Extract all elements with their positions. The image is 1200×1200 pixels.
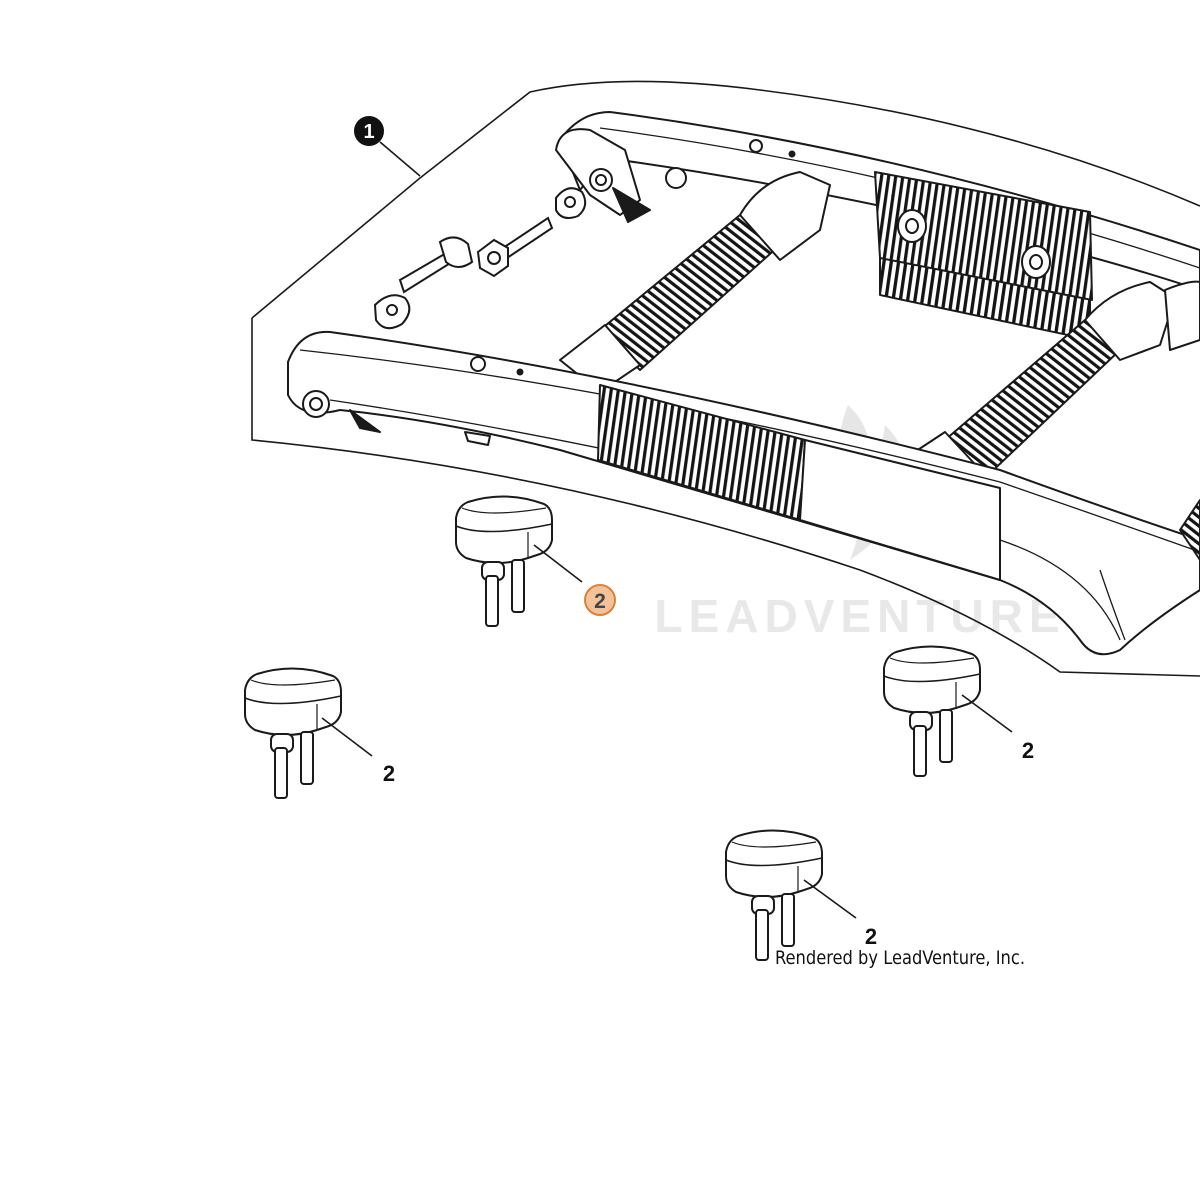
bumper-part2-c — [883, 645, 981, 777]
leader-line-bumper-c — [961, 694, 1013, 733]
leader-line-bumper-a — [533, 544, 583, 583]
panel-top-outline — [251, 80, 1200, 319]
bumper-part2-d — [725, 829, 823, 961]
bumper-part2-a — [455, 495, 553, 627]
callout-part1-label: 1 — [363, 121, 374, 143]
rear-rack-assembly — [287, 111, 1200, 656]
callout-part2-left: 2 — [383, 761, 395, 786]
leader-line-bumper-b — [321, 717, 373, 757]
mounting-hardware — [373, 187, 587, 330]
callout-part2-bottom: 2 — [865, 924, 877, 949]
watermark-text: LEADVENTURE — [654, 590, 1065, 642]
callout-part2-right: 2 — [1022, 738, 1034, 763]
bumper-part2-b — [244, 667, 342, 799]
panel-outline — [251, 318, 1200, 677]
callout-part1: 1 — [354, 116, 384, 146]
render-credit: Rendered by LeadVenture, Inc. — [775, 947, 1025, 969]
leader-line-bumper-d — [803, 879, 857, 919]
callout-part2-highlighted[interactable]: 2 — [584, 584, 616, 616]
leader-line-part1 — [379, 141, 421, 177]
callout-part2-highlighted-label: 2 — [594, 590, 606, 613]
